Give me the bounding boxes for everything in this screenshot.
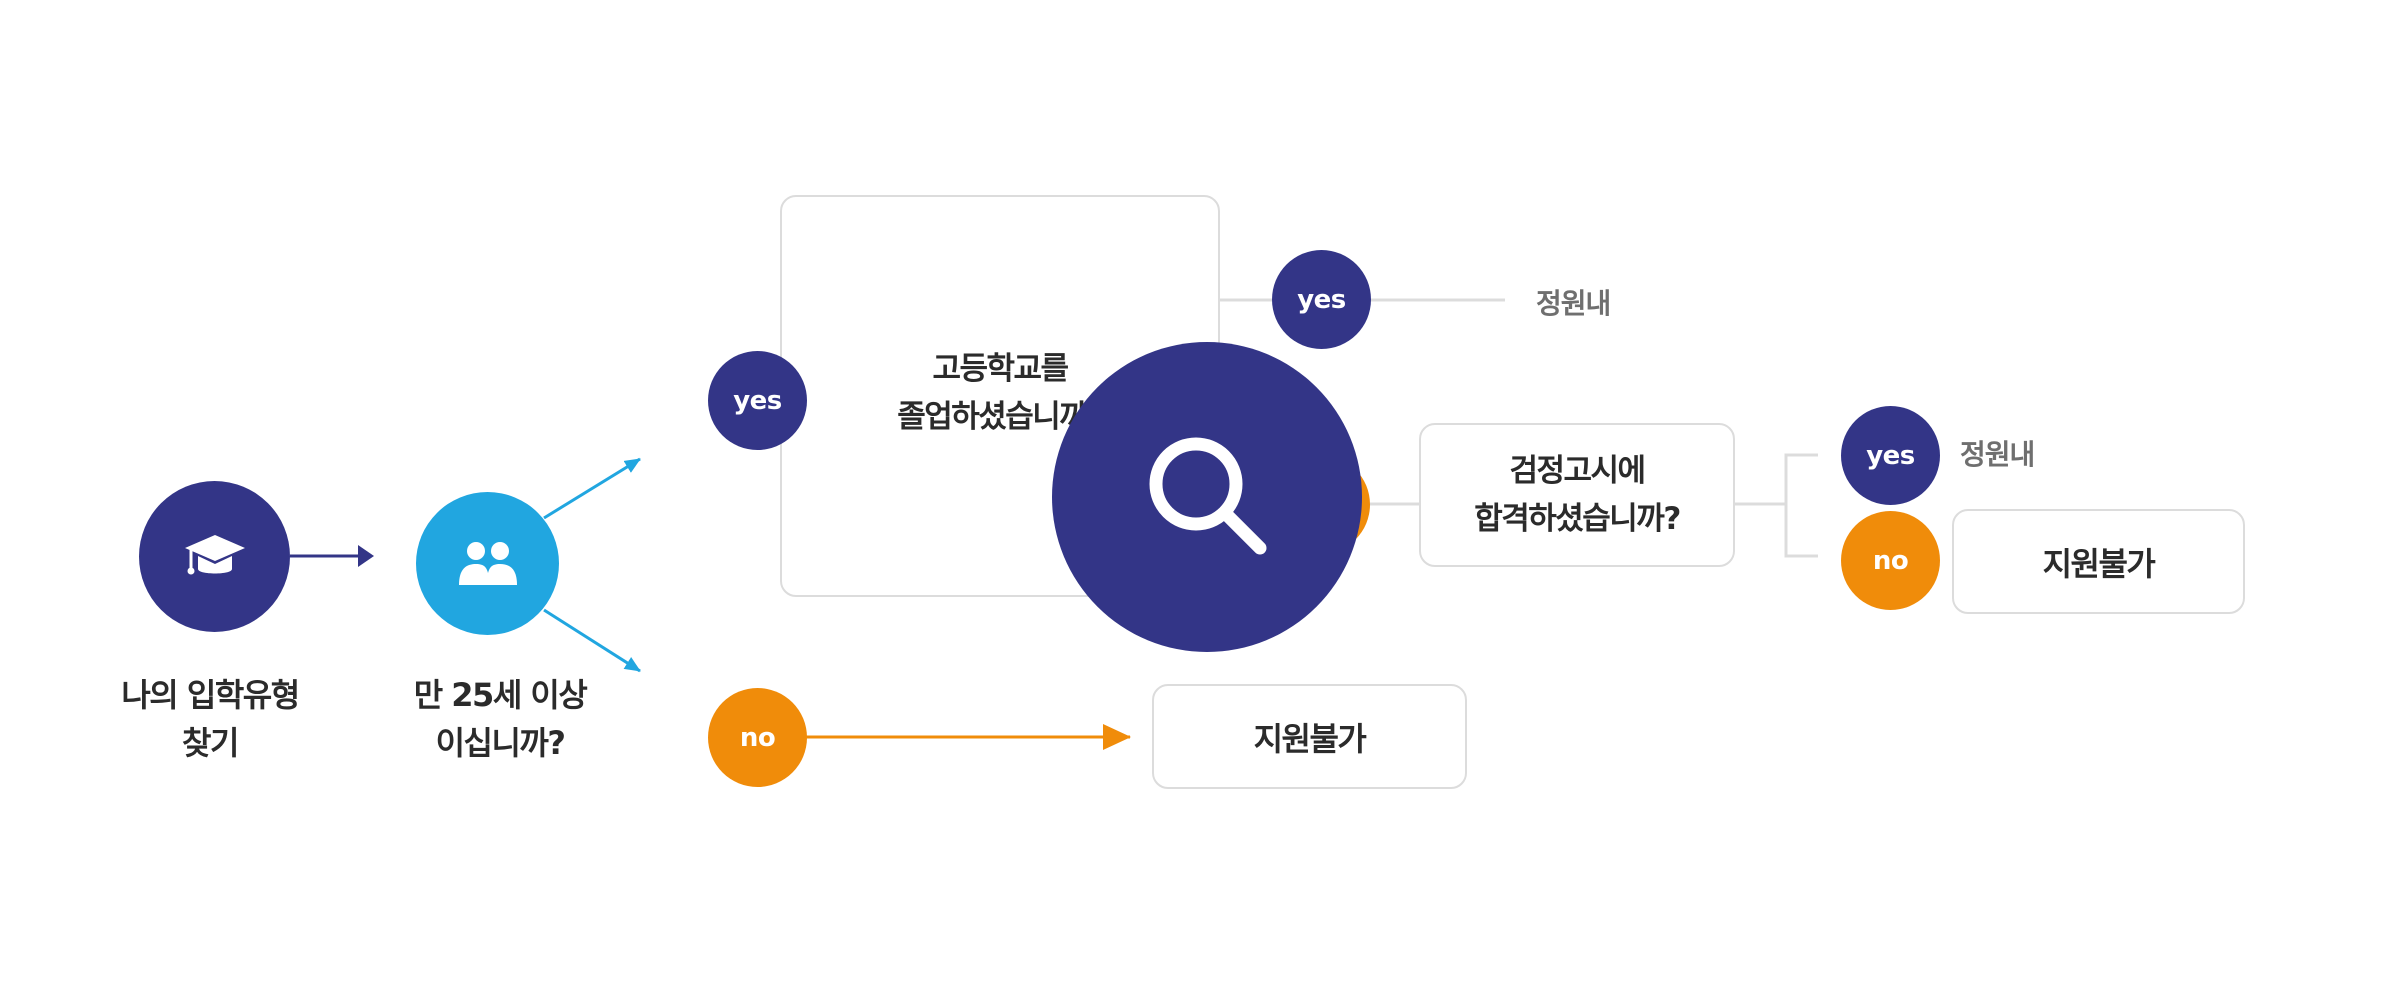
ged-question-box: 검정고시에 합격하셨습니까? [1419,423,1735,567]
highschool-yes-result: 정원내 [1536,287,1611,320]
ged-no-badge-label: no [1872,545,1909,576]
people-icon [456,540,520,588]
start-arrow-head [358,545,374,567]
start-caption-line1: 나의 입학유형 [121,676,300,714]
search-icon [1142,430,1272,564]
age-no-arrow [543,608,641,673]
ged-yes-badge: yes [1841,406,1940,505]
ged-question-text: 검정고시에 합격하셨습니까? [1474,447,1681,543]
highschool-yes-badge-label: yes [1297,284,1346,315]
graduation-cap-icon [183,529,247,585]
ged-yes-badge-label: yes [1866,440,1915,471]
age-yes-badge-label: yes [733,385,782,416]
age-no-badge: no [708,688,807,787]
age-no-badge-label: no [739,722,776,753]
ged-bracket [1784,453,1818,558]
age-question-line1: 만 25세 이상 [413,676,588,714]
age-no-result-text: 지원불가 [1253,719,1367,758]
start-caption: 나의 입학유형 찾기 [80,671,340,767]
age-question-node [416,492,559,635]
ged-question-line1: 검정고시에 [1509,453,1646,489]
age-no-result-box: 지원불가 [1152,684,1467,789]
ged-no-result-box: 지원불가 [1952,509,2245,614]
age-question-caption: 만 25세 이상 이십니까? [380,671,620,767]
ged-no-badge: no [1841,511,1940,610]
ged-question-line2: 합격하셨습니까? [1474,501,1681,537]
search-overlay-button[interactable] [1052,342,1362,652]
highschool-yes-badge: yes [1272,250,1371,349]
start-caption-line2: 찾기 [182,724,239,762]
age-yes-badge: yes [708,351,807,450]
start-node [139,481,290,632]
age-yes-arrow [543,457,641,520]
age-question-line2: 이십니까? [435,724,566,762]
ged-no-result-text: 지원불가 [2042,544,2156,583]
highschool-question-line1: 고등학교를 [932,351,1069,387]
ged-yes-result: 정원내 [1960,438,2035,471]
